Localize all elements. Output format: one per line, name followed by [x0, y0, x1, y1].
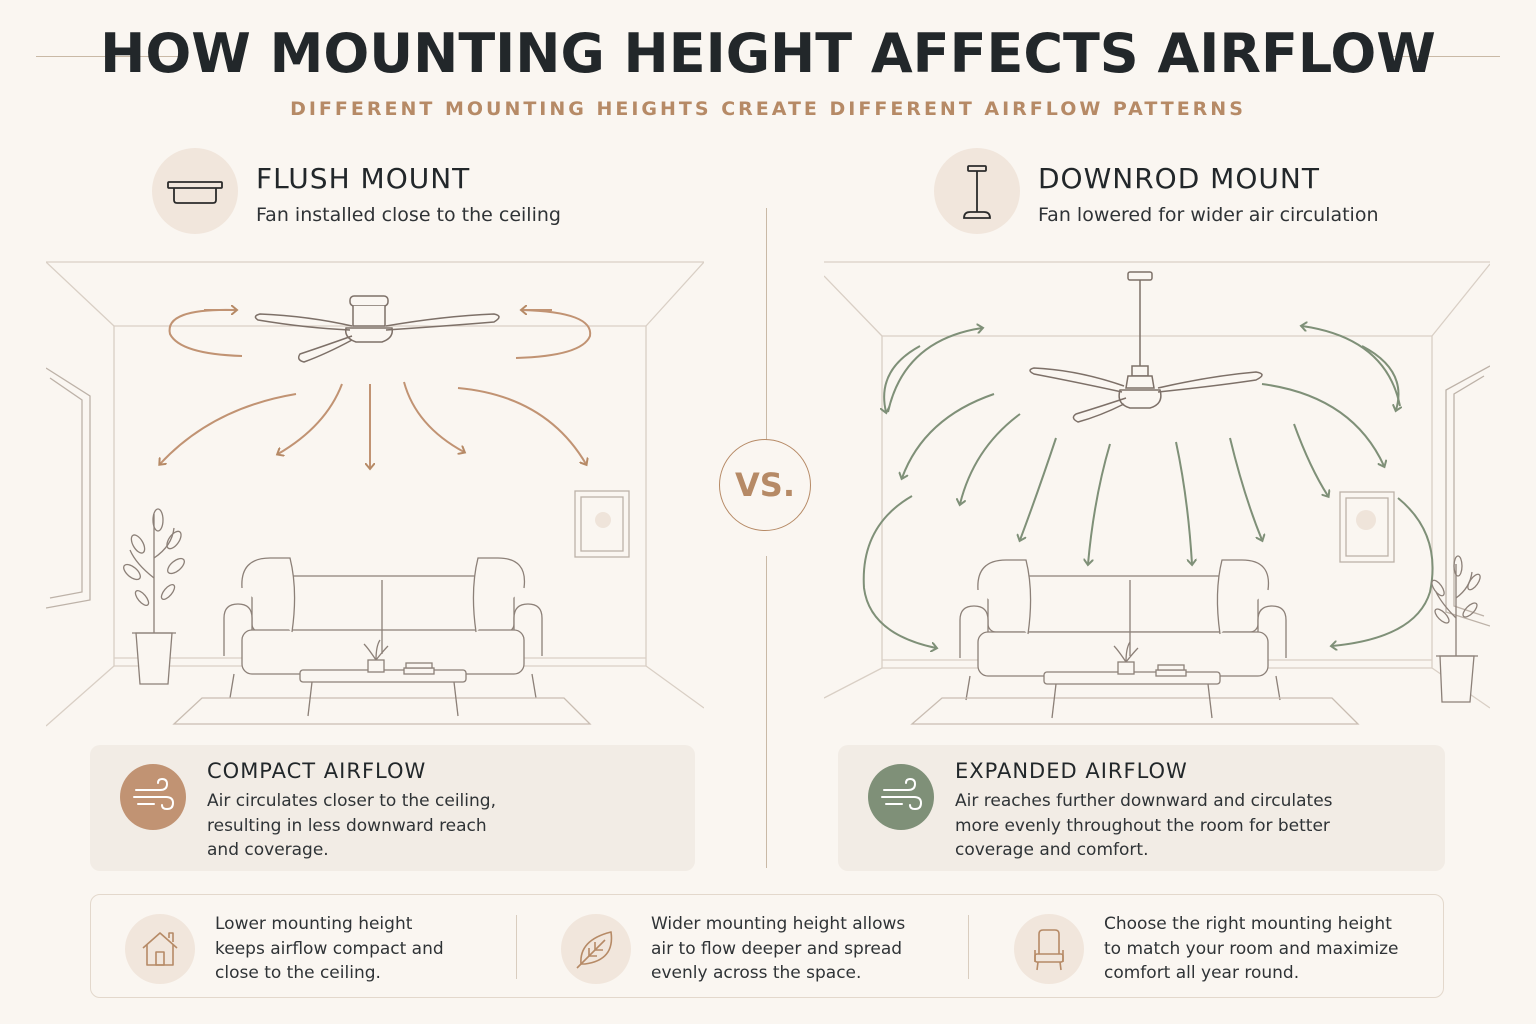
flush-mount-heading: FLUSH MOUNT Fan installed close to the c…	[152, 148, 752, 238]
tip-line: Lower mounting height	[215, 914, 413, 934]
window	[45, 367, 91, 609]
house-icon	[125, 914, 195, 984]
tip-line: keeps airflow compact and	[215, 938, 444, 959]
flush-mount-description: Fan installed close to the ceiling	[256, 204, 561, 226]
expanded-airflow-arrows	[862, 326, 1434, 648]
sofa	[959, 559, 1287, 701]
tip-wider-height: Wider mounting height allows air to flow…	[527, 895, 967, 999]
tip-line: evenly across the space.	[651, 963, 862, 983]
expanded-airflow-line: Air reaches further downward and circula…	[955, 791, 1333, 811]
header: HOW MOUNTING HEIGHT AFFECTS AIRFLOW DIFF…	[0, 0, 1536, 140]
page-subtitle: DIFFERENT MOUNTING HEIGHTS CREATE DIFFER…	[290, 98, 1246, 120]
compact-airflow-arrows	[160, 310, 592, 468]
tip-separator	[968, 915, 969, 979]
flush-mount-fan-icon	[152, 148, 238, 234]
downrod-ceiling-fan	[1029, 271, 1263, 423]
compact-airflow-card: COMPACT AIRFLOW Air circulates closer to…	[90, 745, 695, 871]
flush-ceiling-fan	[254, 295, 500, 363]
tip-wider-height-text: Wider mounting height allows air to flow…	[651, 912, 905, 986]
tip-line: Choose the right mounting height	[1104, 914, 1392, 934]
coffee-table	[910, 641, 1360, 725]
flush-mount-title: FLUSH MOUNT	[256, 162, 471, 195]
potted-plant	[123, 508, 185, 685]
flush-mount-room-illustration	[45, 258, 705, 728]
downrod-mount-description: Fan lowered for wider air circulation	[1038, 204, 1379, 226]
expanded-airflow-title: EXPANDED AIRFLOW	[955, 759, 1188, 783]
compact-airflow-line: and coverage.	[207, 840, 329, 860]
compact-airflow-description: Air circulates closer to the ceiling, re…	[207, 789, 647, 863]
downrod-mount-heading: DOWNROD MOUNT Fan lowered for wider air …	[934, 148, 1494, 238]
wall-art	[1339, 491, 1395, 563]
downrod-mount-fan-icon	[934, 148, 1020, 234]
tip-separator	[516, 915, 517, 979]
center-divider-bottom	[766, 556, 767, 868]
tip-lower-height: Lower mounting height keeps airflow comp…	[91, 895, 516, 999]
tip-line: air to flow deeper and spread	[651, 938, 903, 959]
vs-badge: VS.	[719, 439, 811, 531]
potted-plant	[1431, 555, 1481, 703]
title-rule-left	[36, 56, 186, 57]
downrod-mount-room-illustration	[823, 258, 1491, 728]
leaf-icon	[561, 914, 631, 984]
expanded-airflow-description: Air reaches further downward and circula…	[955, 789, 1395, 863]
tips-panel: Lower mounting height keeps airflow comp…	[90, 894, 1444, 998]
tip-line: close to the ceiling.	[215, 963, 381, 983]
title-rule-right	[1392, 56, 1500, 57]
wind-icon	[868, 764, 934, 830]
downrod-mount-title: DOWNROD MOUNT	[1038, 162, 1320, 195]
page-title: HOW MOUNTING HEIGHT AFFECTS AIRFLOW	[100, 22, 1436, 85]
chair-icon	[1014, 914, 1084, 984]
tip-choose-height: Choose the right mounting height to matc…	[980, 895, 1442, 999]
tip-line: Wider mounting height allows	[651, 914, 906, 934]
compact-airflow-title: COMPACT AIRFLOW	[207, 759, 427, 783]
compact-airflow-line: resulting in less downward reach	[207, 815, 487, 836]
tip-choose-height-text: Choose the right mounting height to matc…	[1104, 912, 1398, 986]
tip-lower-height-text: Lower mounting height keeps airflow comp…	[215, 912, 444, 986]
wall-art	[574, 490, 630, 558]
wind-icon	[120, 764, 186, 830]
expanded-airflow-card: EXPANDED AIRFLOW Air reaches further dow…	[838, 745, 1445, 871]
coffee-table	[172, 639, 592, 725]
compact-airflow-line: Air circulates closer to the ceiling,	[207, 791, 496, 811]
expanded-airflow-line: coverage and comfort.	[955, 840, 1149, 860]
expanded-airflow-line: more evenly throughout the room for bett…	[955, 815, 1330, 836]
tip-line: comfort all year round.	[1104, 963, 1300, 983]
center-divider-top	[766, 208, 767, 452]
tip-line: to match your room and maximize	[1104, 938, 1399, 959]
window	[1445, 365, 1491, 627]
